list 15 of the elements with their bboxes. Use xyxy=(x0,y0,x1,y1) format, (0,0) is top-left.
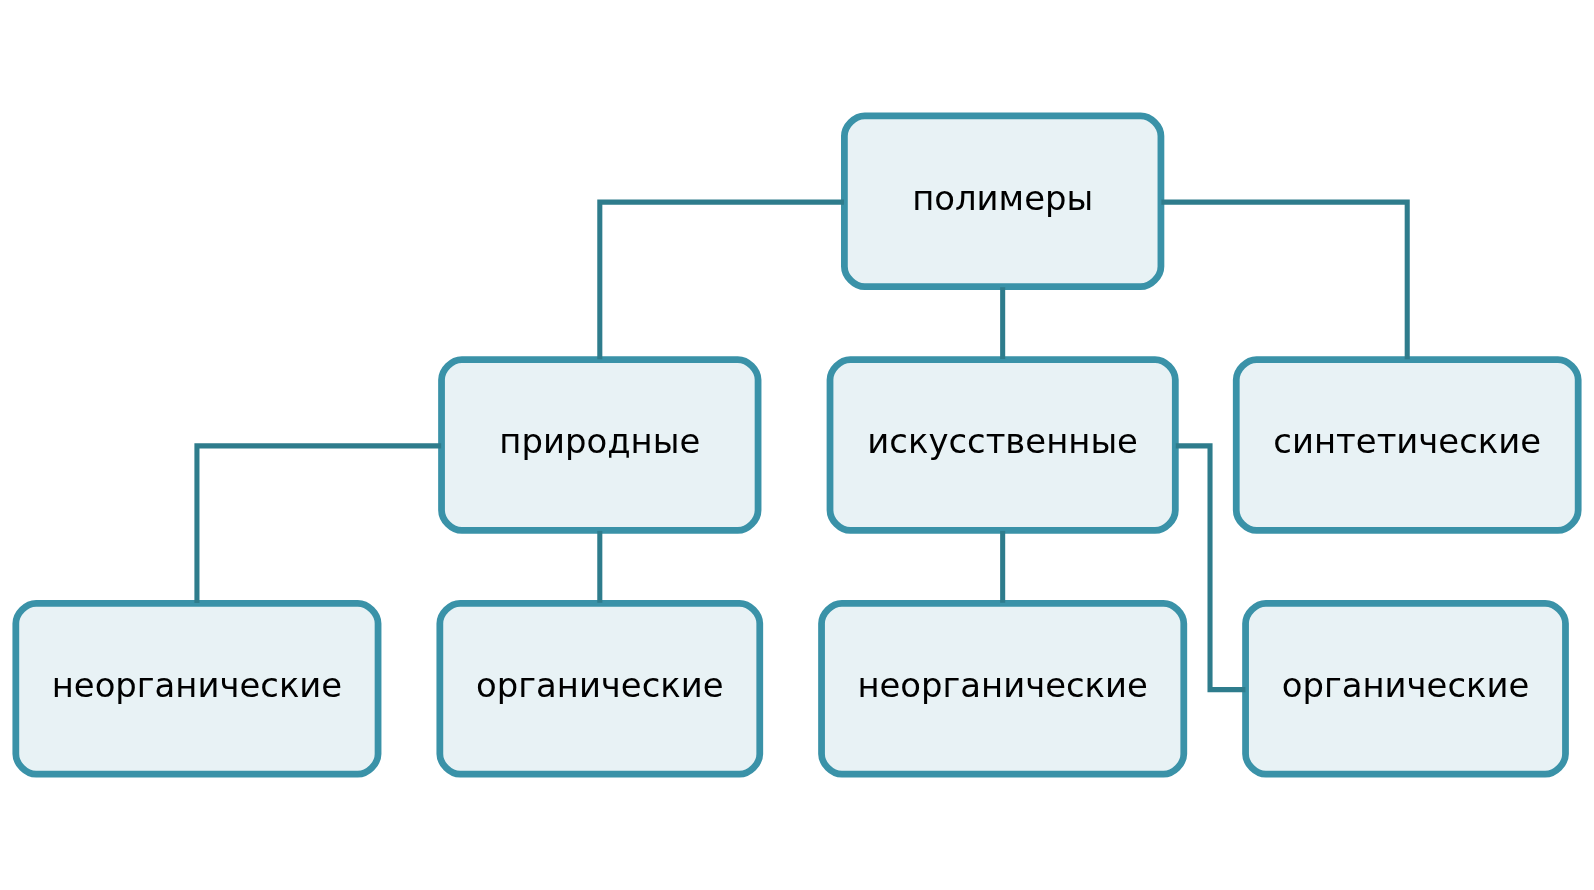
node-box: искусственные xyxy=(826,356,1179,534)
node-box: органические xyxy=(1242,599,1569,778)
connector xyxy=(1161,199,1410,360)
node-box: синтетические xyxy=(1232,356,1582,534)
connector xyxy=(1000,530,1006,603)
node-box: природные xyxy=(438,356,762,534)
connector xyxy=(1175,443,1246,693)
connector xyxy=(1000,287,1006,359)
node-box: неорганические xyxy=(818,599,1188,778)
connector xyxy=(597,199,844,360)
node-box: органические xyxy=(436,599,764,778)
node-box: неорганические xyxy=(12,599,382,778)
connector xyxy=(194,443,442,604)
node-box: полимеры xyxy=(841,112,1165,291)
connector xyxy=(597,530,603,603)
